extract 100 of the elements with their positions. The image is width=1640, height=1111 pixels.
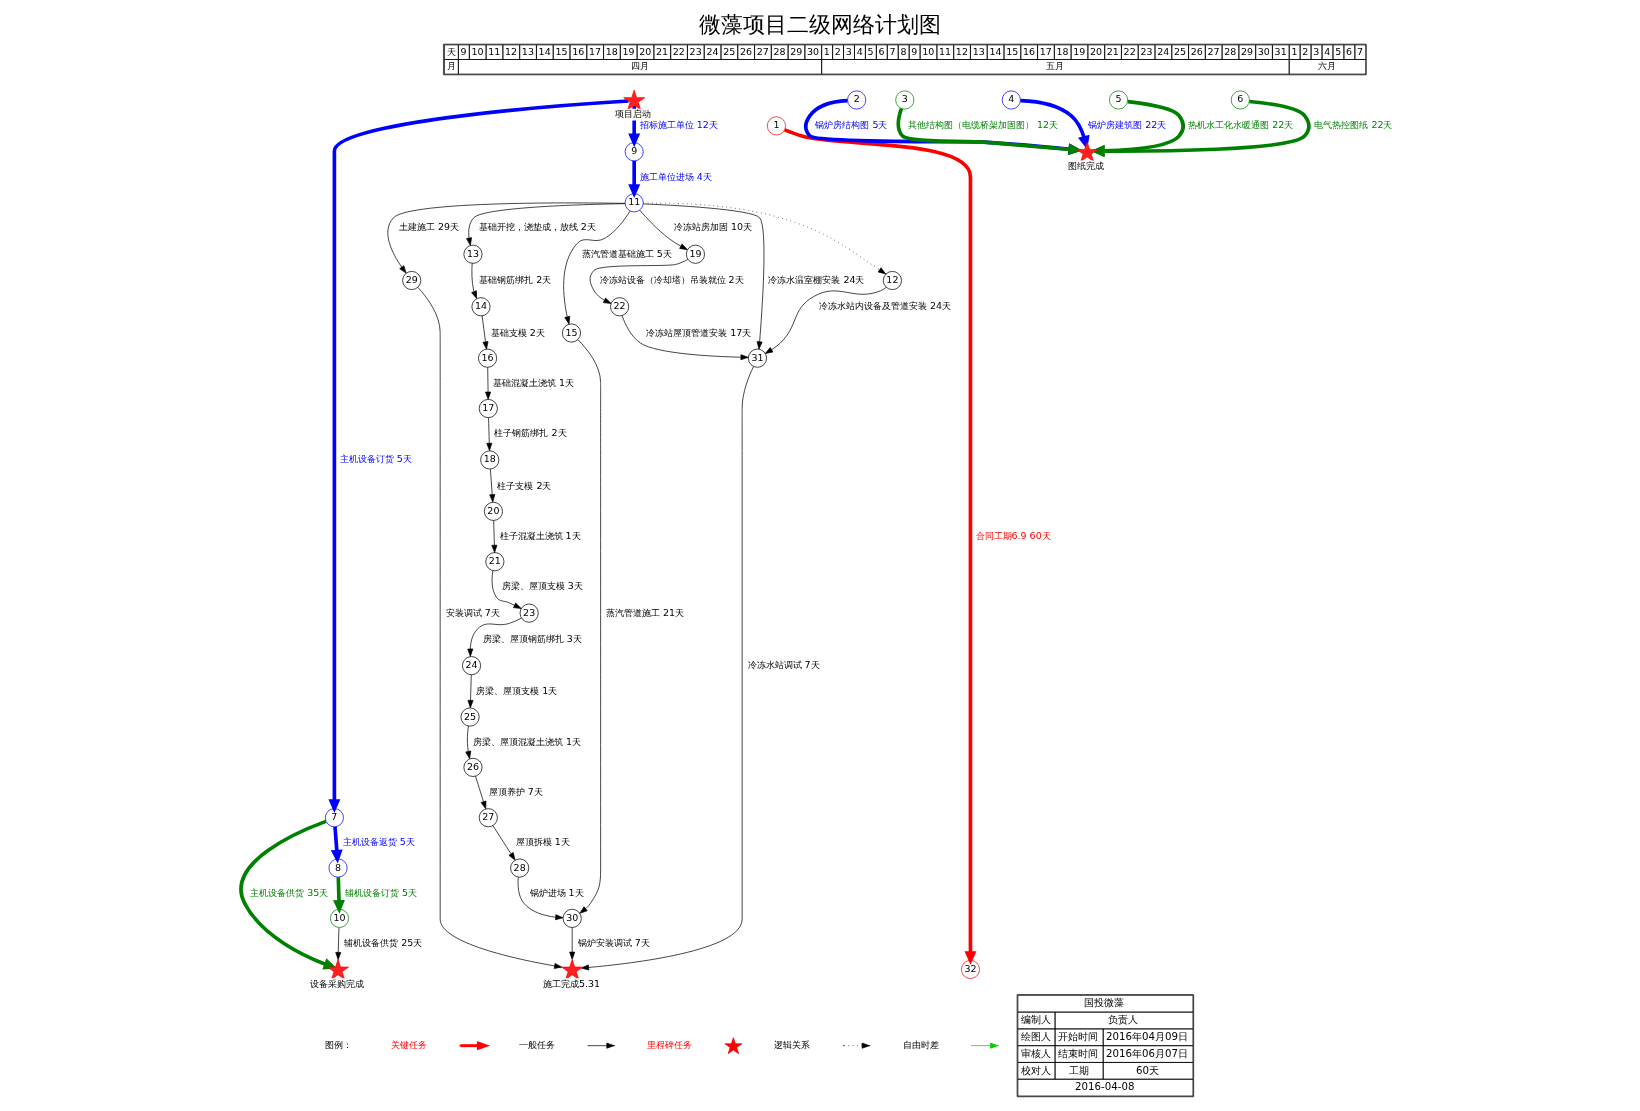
- label: 20: [638, 45, 651, 57]
- label: 22: [672, 45, 685, 57]
- edge-label: 房梁、屋顶钢筋绑扎 3天: [482, 632, 582, 644]
- label: 9: [910, 45, 917, 57]
- label: 开始时间: [1057, 1030, 1098, 1042]
- label: 24: [1156, 45, 1169, 57]
- label: 30: [806, 45, 819, 57]
- label: 29: [1240, 45, 1253, 57]
- label: 19: [1072, 45, 1085, 57]
- label: 2016-04-08: [1074, 1081, 1134, 1093]
- edge-label: 基础混凝土浇筑 1天: [492, 376, 574, 388]
- label: 11: [487, 45, 500, 57]
- edge-label: 屋顶养护 7天: [488, 786, 543, 798]
- label: 16: [571, 45, 584, 57]
- edge-label: 电气热控图纸 22天: [1313, 119, 1392, 131]
- edge-label: 辅机设备供货 25天: [343, 937, 422, 949]
- node-text: 设备采购完成: [309, 977, 364, 989]
- legend-label: 关键任务: [390, 1039, 427, 1051]
- edge-label: 房梁、屋顶支模 3天: [501, 580, 583, 592]
- edge-label: 锅炉安装调试 7天: [577, 937, 650, 949]
- label: 编制人: [1020, 1014, 1051, 1026]
- edge-label: 冷冻水温室棚安装 24天: [767, 273, 864, 285]
- label: 18: [1056, 45, 1069, 57]
- edge-label: 房梁、屋顶混凝土浇筑 1天: [472, 735, 581, 747]
- label: 4: [856, 45, 863, 57]
- label: 8: [899, 45, 906, 57]
- label: 13: [521, 45, 534, 57]
- label: 月: [446, 60, 456, 72]
- label: 1: [1290, 45, 1297, 57]
- label: 25: [722, 45, 735, 57]
- label: 21: [1106, 45, 1119, 57]
- diagram-title: 微藻项目二级网络计划图: [699, 11, 941, 37]
- edge-label: 基础支模 2天: [490, 326, 545, 338]
- node-text: 施工完成5.31: [542, 977, 600, 989]
- label: 28: [1223, 45, 1236, 57]
- label: 四月: [630, 60, 649, 72]
- legend-label: 逻辑关系: [773, 1039, 810, 1051]
- label: 6: [1345, 45, 1352, 57]
- label: 14: [538, 45, 551, 57]
- edge-label: 基础钢筋绑扎 2天: [478, 273, 551, 285]
- label: 26: [1190, 45, 1203, 57]
- edge-label: 柱子钢筋绑扎 2天: [494, 427, 567, 439]
- label: 29: [789, 45, 802, 57]
- label: 2: [1301, 45, 1308, 57]
- edge-label: 冷冻水站调试 7天: [747, 659, 820, 671]
- label: 3: [1312, 45, 1319, 57]
- label: 25: [1173, 45, 1186, 57]
- label: 2016年06月07日: [1105, 1047, 1188, 1059]
- edge-label: 房梁、屋顶支模 1天: [475, 685, 557, 697]
- label: 5: [1334, 45, 1341, 57]
- label: 24: [705, 45, 718, 57]
- edge-label: 招标施工单位 12天: [639, 119, 718, 131]
- edge-label: 主机设备供货 35天: [249, 886, 328, 898]
- label: 5: [867, 45, 874, 57]
- label: 2: [834, 45, 841, 57]
- edge-label: 柱子支模 2天: [496, 479, 551, 491]
- label: 20: [1089, 45, 1102, 57]
- label: 21: [655, 45, 668, 57]
- edge-label: 主机设备订货 5天: [339, 453, 412, 465]
- edge-label: 施工单位进场 4天: [639, 171, 712, 183]
- edge-label: 其他结构图（电缆桥架加固图） 12天: [907, 119, 1058, 131]
- edge-label: 冷冻水站内设备及管道安装 24天: [818, 300, 951, 312]
- legend-label: 自由时差: [902, 1039, 939, 1051]
- edge-label: 屋顶拆模 1天: [515, 836, 570, 848]
- label: 7: [1356, 45, 1363, 57]
- label: 3: [845, 45, 852, 57]
- label: 28: [773, 45, 786, 57]
- label: 13: [972, 45, 985, 57]
- label: 30: [1257, 45, 1270, 57]
- label: 22: [1123, 45, 1136, 57]
- edge-label: 蒸汽管道施工 21天: [605, 606, 684, 618]
- edge-label: 土建施工 29天: [398, 221, 459, 233]
- edge-label: 基础开挖，浇垫成，放线 2天: [478, 221, 596, 233]
- edge-label: 热机水工化水暖通图 22天: [1187, 119, 1293, 131]
- label: 结束时间: [1057, 1047, 1098, 1059]
- node-text: 图纸完成: [1067, 159, 1104, 171]
- label: 绘图人: [1020, 1030, 1051, 1042]
- label: 17: [1039, 45, 1052, 57]
- edge-label: 锅炉房结构图 5天: [814, 119, 887, 131]
- label: 23: [1139, 45, 1152, 57]
- label: 7: [888, 45, 896, 57]
- label: 10: [921, 45, 934, 57]
- label: 23: [689, 45, 702, 57]
- edge-label: 锅炉房建筑图 22天: [1087, 119, 1166, 131]
- edge-label: 冷冻站设备（冷却塔）吊装就位 2天: [599, 273, 744, 285]
- label: 18: [605, 45, 618, 57]
- label: 10: [471, 45, 484, 57]
- label: 27: [1207, 45, 1220, 57]
- legend-label: 里程碑任务: [646, 1039, 692, 1051]
- label: 60天: [1135, 1064, 1159, 1076]
- edge-label: 辅机设备订货 5天: [344, 886, 417, 898]
- label: 16: [1022, 45, 1035, 57]
- label: 6: [878, 45, 885, 57]
- label: 国投微藻: [1083, 997, 1124, 1009]
- label: 4: [1323, 45, 1330, 57]
- legend-label: 一般任务: [518, 1039, 555, 1051]
- label: 2016年04月09日: [1105, 1030, 1188, 1042]
- label: 负责人: [1107, 1014, 1138, 1026]
- label: 图例：: [324, 1039, 352, 1051]
- edge-label: 锅炉进场 1天: [529, 886, 584, 898]
